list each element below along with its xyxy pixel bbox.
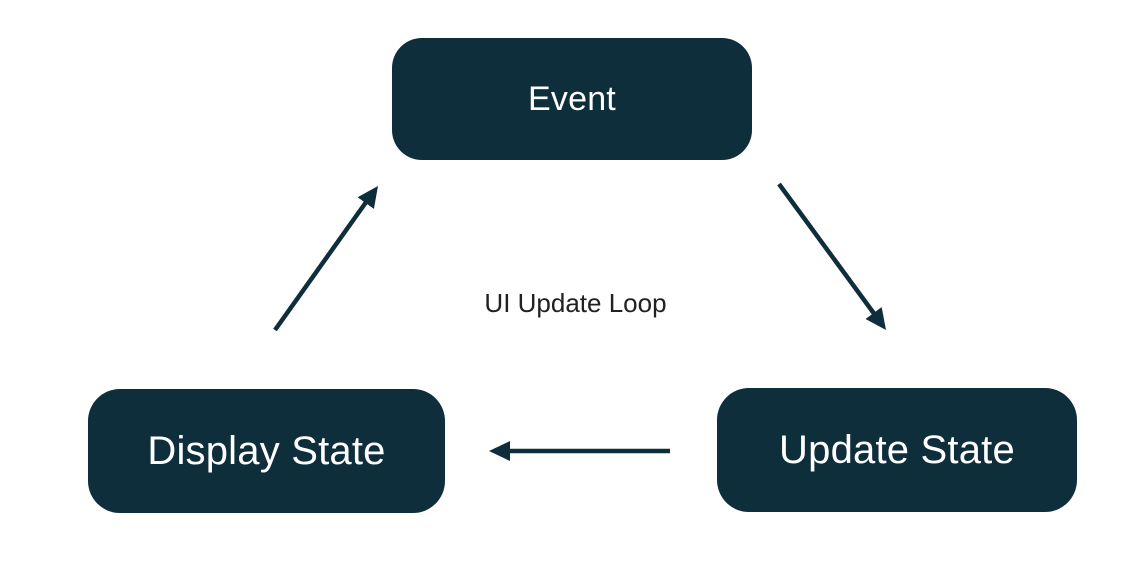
node-event: Event	[392, 38, 752, 160]
node-display-state: Display State	[88, 389, 445, 513]
diagram-center-label: UI Update Loop	[484, 288, 667, 318]
node-event-label: Event	[528, 79, 616, 118]
node-update-state-label: Update State	[779, 427, 1015, 472]
node-update-state: Update State	[717, 388, 1077, 512]
node-display-state-label: Display State	[147, 428, 386, 473]
arrow-update-to-display	[489, 441, 670, 461]
